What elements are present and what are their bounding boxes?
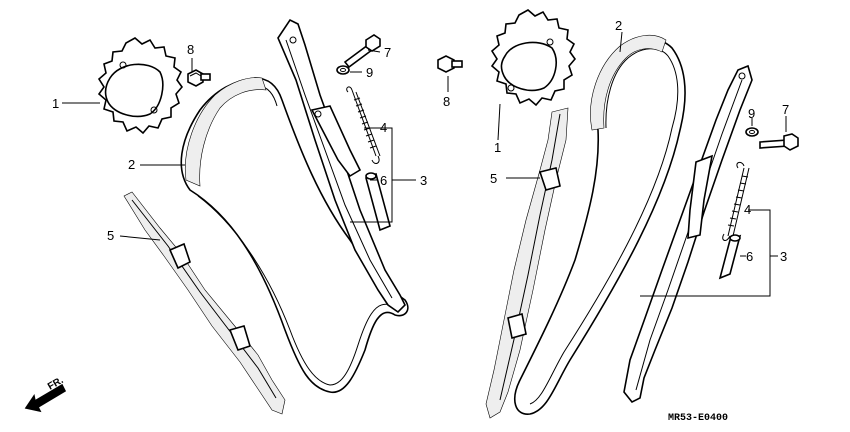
right-label-3: 3	[780, 249, 787, 264]
right-label-9: 9	[748, 106, 755, 121]
center-bolt-8: 8	[437, 55, 463, 109]
left-assembly: 1 2 5 8 7 9 4 6 3	[52, 18, 427, 415]
left-label-7: 7	[384, 45, 391, 60]
center-label-8: 8	[443, 94, 450, 109]
right-bolt-7	[759, 133, 799, 151]
left-bolt-8	[187, 69, 211, 87]
right-washer-9	[745, 127, 759, 137]
right-collar-6	[718, 234, 742, 280]
left-label-4: 4	[380, 120, 387, 135]
right-label-7: 7	[782, 102, 789, 117]
right-label-2: 2	[615, 18, 622, 33]
left-label-8: 8	[187, 42, 194, 57]
right-cam-sprocket	[490, 9, 577, 107]
drawing-code: MR53-E0400	[668, 413, 728, 424]
left-washer-9	[336, 65, 350, 75]
left-cam-sprocket	[97, 37, 184, 135]
left-tensioner-arm	[277, 18, 406, 314]
right-label-1: 1	[494, 140, 501, 155]
front-arrow-icon	[24, 383, 67, 413]
left-label-1: 1	[52, 96, 59, 111]
right-assembly: 2 1 5 9 7 4 6 3	[485, 9, 799, 419]
left-leader-lines	[62, 49, 416, 241]
left-bolt-7	[343, 34, 381, 69]
right-tensioner-arm	[623, 64, 753, 404]
left-label-2: 2	[128, 157, 135, 172]
left-label-6: 6	[380, 173, 387, 188]
left-label-3: 3	[420, 173, 427, 188]
right-label-4: 4	[744, 202, 751, 217]
left-collar-6	[365, 172, 391, 232]
right-spring-4	[722, 161, 750, 241]
left-spring-4	[346, 86, 381, 164]
front-direction-indicator: FR.	[24, 375, 67, 413]
right-cam-guide	[485, 107, 569, 419]
right-cam-chain	[514, 34, 686, 415]
right-label-5: 5	[490, 171, 497, 186]
right-leader-lines	[497, 31, 787, 297]
left-cam-chain	[180, 77, 409, 393]
left-label-5: 5	[107, 228, 114, 243]
left-label-9: 9	[366, 65, 373, 80]
left-cam-guide	[123, 191, 286, 415]
right-label-6: 6	[746, 249, 753, 264]
